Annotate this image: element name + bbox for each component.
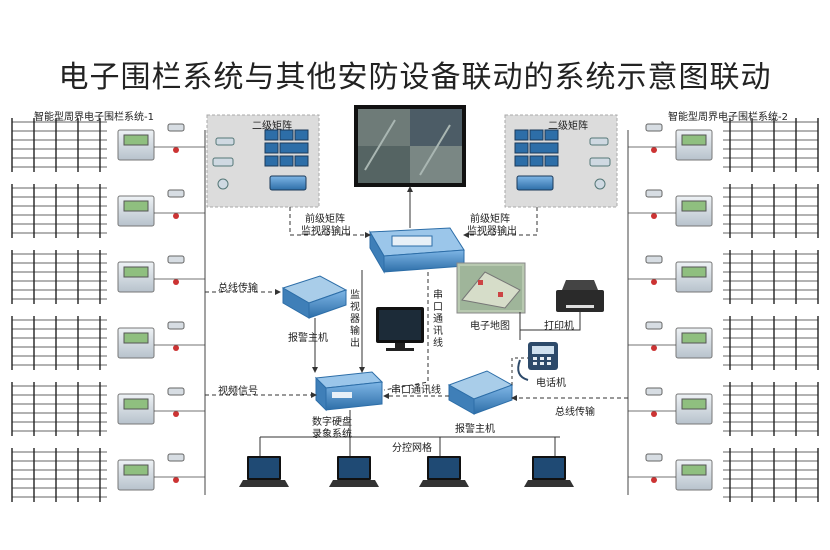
fence-row [11,316,205,370]
matrix-controller-left [269,175,307,191]
matrix-right-label: 二级矩阵 [548,121,588,132]
dvr-label-1: 数字硬盘 [312,417,352,428]
fence-row [11,184,205,238]
fence-row [628,184,819,238]
fence-siren [651,147,657,153]
fence-camera [167,123,185,132]
fence-camera [167,453,185,462]
front-matrix-device [369,227,465,274]
fence-controller [117,195,155,227]
video-wall-monitor [354,105,466,187]
alarm-host-left-device [281,275,348,319]
fence-siren [651,213,657,219]
alarm-host-right-label: 报警主机 [455,424,495,435]
fence-siren [173,345,179,351]
monitor-output-vertical-label: 监视器输出 [350,290,360,349]
front-matrix-left-label-2: 监视器输出 [301,226,351,237]
laptop [329,456,379,487]
fence-controller [675,393,713,425]
dvr-label-2: 录象系统 [312,429,352,440]
fence-row [11,448,205,502]
fence-row [628,316,819,370]
fence-row [11,382,205,436]
laptop [419,456,469,487]
fence-controller [675,195,713,227]
connection-lines [205,186,628,456]
fence-row [11,250,205,304]
printer-device [556,280,604,312]
fence-camera [167,189,185,198]
fence-controller [117,459,155,491]
phone-label: 电话机 [536,378,566,389]
fence-siren [173,411,179,417]
emap-image [456,262,526,314]
system-left-label: 智能型周界电子围栏系统-1 [34,112,154,123]
laptops [239,456,574,487]
fence-controller [675,261,713,293]
fence-siren [173,279,179,285]
fence-row [11,118,205,172]
fence-controller [675,129,713,161]
sub-network-label: 分控网格 [392,443,432,454]
fence-controller [117,129,155,161]
fence-camera [645,189,663,198]
emap-label: 电子地图 [470,321,510,332]
matrix-panel-left [206,114,320,208]
fence-siren [651,411,657,417]
matrix-panel-right [504,114,618,208]
laptop [239,456,289,487]
fence-row [628,382,819,436]
fence-controller [675,459,713,491]
front-matrix-left-label-1: 前级矩阵 [305,214,345,225]
system-right-label: 智能型周界电子围栏系统-2 [668,112,788,123]
fence-system-left [11,118,205,502]
fence-camera [167,387,185,396]
matrix-cameras-right [589,137,611,190]
fence-siren [173,147,179,153]
dvr-device [314,371,384,412]
bus-right-label: 总线传输 [555,407,595,418]
diagram-title: 电子围栏系统与其他安防设备联动的系统示意图联动 [58,60,772,95]
alarm-host-right-device [447,370,514,415]
bus-left-label: 总线传输 [218,283,258,294]
front-matrix-right-label-2: 监视器输出 [467,226,517,237]
serial-line-horizontal-label: 串口通讯线 [391,385,441,396]
fence-controller [117,327,155,359]
fence-siren [173,477,179,483]
matrix-screens-right [514,129,559,167]
fence-controller [117,393,155,425]
phone-device [517,342,558,381]
fence-row [628,250,819,304]
fence-siren [651,345,657,351]
fence-controller [117,261,155,293]
printer-label: 打印机 [544,321,574,332]
video-signal-label: 视频信号 [218,386,258,397]
fence-controller [675,327,713,359]
fence-camera [645,123,663,132]
fence-camera [167,321,185,330]
pc-monitor [376,307,424,351]
fence-system-right [628,118,819,502]
fence-siren [173,213,179,219]
matrix-cameras-left [212,137,235,190]
front-matrix-right-label-1: 前级矩阵 [470,214,510,225]
fence-siren [651,477,657,483]
fence-camera [645,255,663,264]
fence-camera [645,387,663,396]
fence-camera [167,255,185,264]
fence-row [628,118,819,172]
fence-camera [645,453,663,462]
matrix-controller-right [516,175,554,191]
fence-row [628,448,819,502]
fence-siren [651,279,657,285]
alarm-host-left-label: 报警主机 [288,333,328,344]
matrix-left-label: 二级矩阵 [252,121,292,132]
serial-line-vertical-label: 串口通讯线 [433,290,443,349]
laptop [524,456,574,487]
fence-camera [645,321,663,330]
matrix-screens-left [264,129,309,167]
